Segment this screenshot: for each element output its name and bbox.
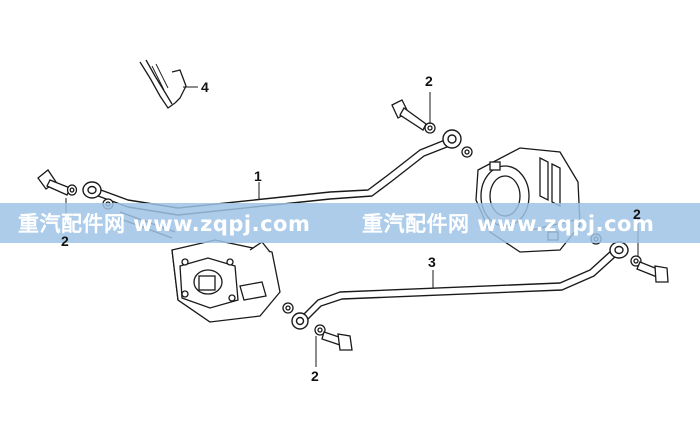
callout-2-left: 2 [61, 233, 69, 249]
callout-2-top: 2 [425, 73, 433, 89]
callout-2-right: 2 [633, 206, 641, 222]
callout-labels: 2 1 4 3 2 [201, 73, 436, 384]
bolt-set-top [391, 99, 473, 158]
callout-labels-over-band: 2 2 [61, 206, 641, 249]
pipe-assembly-3 [291, 241, 629, 330]
callout-4: 4 [201, 79, 209, 95]
callout-1: 1 [254, 168, 262, 184]
bolt-set-bottom [282, 302, 353, 351]
watermark-text-1: 重汽配件网 www.zqpj.com [18, 212, 310, 236]
watermark-band-fill [0, 203, 700, 243]
pump-block [171, 239, 281, 323]
hose-clip [139, 59, 187, 109]
watermark-band: 重汽配件网 www.zqpj.com 重汽配件网 www.zqpj.com [0, 203, 700, 243]
watermark-text-2: 重汽配件网 www.zqpj.com [362, 212, 654, 236]
callout-3: 3 [428, 254, 436, 270]
callout-2-bottom: 2 [311, 368, 319, 384]
pipe-assembly-1 [82, 129, 462, 216]
